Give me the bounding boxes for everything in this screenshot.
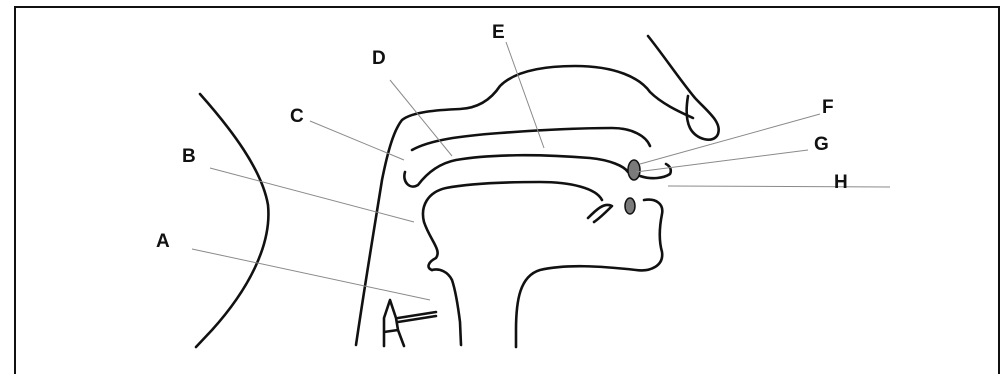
vocal-folds xyxy=(384,300,436,346)
larynx-outline xyxy=(432,269,461,345)
soft-palate-upper xyxy=(412,128,650,150)
leader-line-a xyxy=(192,249,430,300)
pharynx-back-wall xyxy=(356,66,693,345)
nose-outline xyxy=(648,36,719,140)
jaw-outline xyxy=(516,200,662,347)
label-b: B xyxy=(182,146,196,167)
label-e: E xyxy=(492,22,505,43)
label-h: H xyxy=(834,172,848,193)
neck-back-outline xyxy=(196,94,268,347)
leader-line-h xyxy=(668,186,890,187)
tongue-outline xyxy=(423,182,602,270)
label-c: C xyxy=(290,106,304,127)
label-g: G xyxy=(814,134,829,155)
leader-line-c xyxy=(310,121,404,160)
label-a: A xyxy=(156,231,170,252)
label-f: F xyxy=(822,97,834,118)
lower-teeth-marker xyxy=(625,198,635,214)
leader-line-g xyxy=(636,150,808,172)
upper-teeth-marker xyxy=(628,160,640,180)
leader-line-f xyxy=(640,114,820,164)
vocal-tract-diagram: A B C D E F G H xyxy=(0,0,1004,365)
label-d: D xyxy=(372,48,386,69)
